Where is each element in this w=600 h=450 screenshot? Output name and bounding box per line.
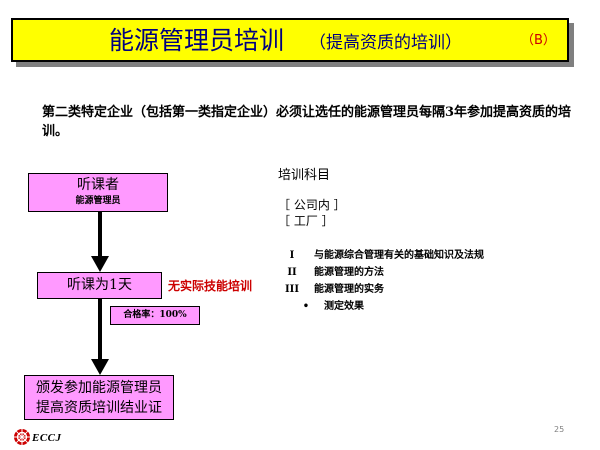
no-practical-training-note: 无实际技能培训 bbox=[168, 279, 253, 293]
certificate-line-2: 提高资质培训结业证 bbox=[36, 400, 162, 416]
section-code: （B） bbox=[521, 33, 556, 48]
page-subtitle: （提高资质的培训） bbox=[309, 33, 462, 53]
subjects-list: I 与能源综合管理有关的基础知识及法规 II 能源管理的方法 III 能源管理的… bbox=[278, 248, 578, 316]
subject-number: III bbox=[284, 284, 300, 295]
subject-item: II 能源管理的方法 bbox=[278, 265, 578, 282]
flow-box-certificate: 颁发参加能源管理员 提高资质培训结业证 bbox=[24, 375, 174, 420]
flow-arrow-down-2 bbox=[91, 299, 109, 375]
subject-number: I bbox=[289, 250, 295, 261]
eccj-logo-icon bbox=[14, 429, 30, 445]
subject-number: II bbox=[287, 267, 297, 278]
attendee-role: 能源管理员 bbox=[75, 196, 121, 206]
flow-box-attendee: 听课者 能源管理员 bbox=[28, 173, 168, 212]
attendee-label: 听课者 bbox=[77, 177, 119, 193]
certificate-line-1: 颁发参加能源管理员 bbox=[36, 380, 162, 396]
subject-text: 与能源综合管理有关的基础知识及法规 bbox=[314, 250, 484, 261]
intro-paragraph: 第二类特定企业（包括第一类指定企业）必须让选任的能源管理员每隔3年参加提高资质的… bbox=[42, 105, 572, 139]
subject-text: 能源管理的方法 bbox=[314, 267, 384, 278]
factory-scope: ［ 工厂 ］ bbox=[278, 214, 334, 228]
subjects-heading: 培训科目 bbox=[278, 168, 331, 183]
subject-text: 测定效果 bbox=[324, 301, 364, 312]
subject-text: 能源管理的实务 bbox=[314, 284, 384, 295]
title-banner: 能源管理员培训 （提高资质的培训） （B） bbox=[11, 18, 569, 62]
flow-box-duration: 听课为1天 bbox=[37, 272, 162, 299]
subject-item: I 与能源综合管理有关的基础知识及法规 bbox=[278, 248, 578, 265]
flow-arrow-down-1 bbox=[91, 212, 109, 272]
page-number: 25 bbox=[554, 425, 565, 434]
subject-item: III 能源管理的实务 bbox=[278, 282, 578, 299]
eccj-logo-text: ECCJ bbox=[32, 432, 62, 444]
subject-subitem: • 测定效果 bbox=[278, 299, 578, 316]
bullet-icon: • bbox=[302, 301, 310, 312]
page-title: 能源管理员培训 bbox=[109, 26, 285, 55]
company-scope: ［ 公司内 ］ bbox=[278, 198, 346, 212]
pass-rate-badge: 合格率：100% bbox=[110, 306, 200, 325]
